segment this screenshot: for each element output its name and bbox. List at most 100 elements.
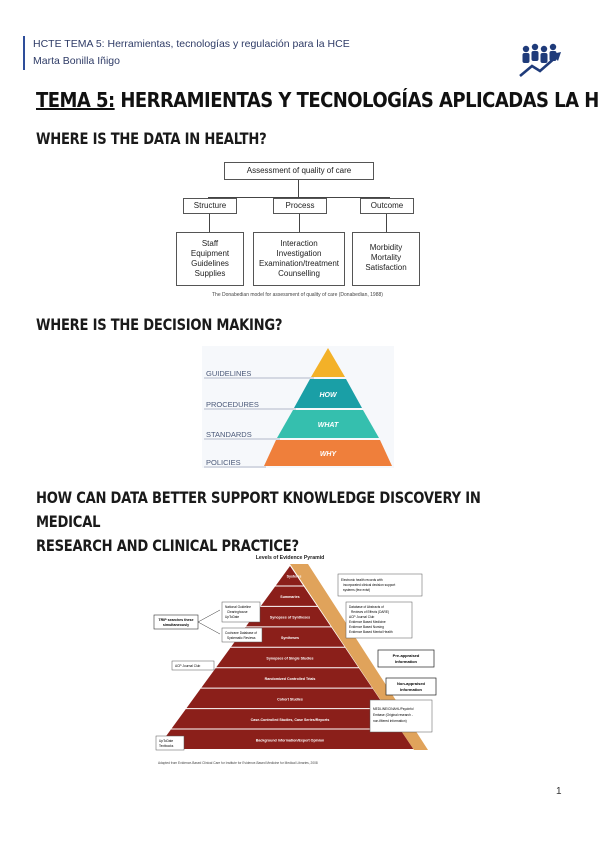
note-text: Evidence Based Nursing <box>349 625 384 629</box>
note-text: incorporated clinical decision support <box>343 583 395 587</box>
diagram-outcome-box: Outcome <box>360 198 414 214</box>
section-heading-data: WHERE IS THE DATA IN HEALTH? <box>36 129 267 148</box>
pyramid-tier-why <box>264 440 392 466</box>
note-text: non-filtered information) <box>373 719 407 723</box>
note-text: Evidence Based Medicine <box>349 620 386 624</box>
trip-arrow <box>197 609 221 623</box>
structure-item: Equipment <box>190 249 230 258</box>
evidence-level-label: Cohort Studies <box>277 697 303 701</box>
note-text: Embase (Original research - <box>373 713 413 717</box>
evidence-level-label: Case-Controlled Studies, Case Series/Rep… <box>251 718 330 722</box>
pyramid-label-procedures: PROCEDURES <box>206 400 259 409</box>
pyramid-tier-how <box>294 379 362 408</box>
note-text: UpToDate <box>159 739 173 743</box>
diagram-top-box: Assessment of quality of care <box>224 162 374 180</box>
evidence-pyramid-figure: Levels of Evidence Pyramid SystemsSummar… <box>153 555 437 765</box>
note-box-preappraised <box>377 649 435 668</box>
note-text: Systematic Reviews <box>227 636 256 640</box>
diagram-structure-items: Staff Equipment Guidelines Supplies <box>176 232 244 286</box>
connector <box>208 197 390 198</box>
tier-text-how: HOW <box>319 392 338 399</box>
note-box-summaries <box>221 601 261 623</box>
process-item: Examination/treatment <box>258 259 340 268</box>
evidence-level-band <box>156 729 414 749</box>
note-box-background <box>155 735 185 751</box>
note-box-databases <box>345 601 413 639</box>
evidence-caption: Adapted from Evidence-Based Clinical Car… <box>158 761 318 765</box>
note-text: Database of Abstracts of <box>349 605 384 609</box>
title-rest: HERRAMIENTAS Y TECNOLOGÍAS APLICADAS LA … <box>114 88 599 112</box>
note-box-cochrane <box>221 627 263 643</box>
note-box-nonappraised <box>385 677 437 696</box>
decision-pyramid-figure: GUIDELINES PROCEDURES STANDARDS POLICIES… <box>202 346 394 468</box>
evidence-title: Levels of Evidence Pyramid <box>256 555 325 561</box>
page-number: 1 <box>556 786 562 797</box>
diagram-caption: The Donabedian model for assessment of q… <box>212 292 383 298</box>
note-text: Textbooks <box>159 744 174 748</box>
evidence-level-band <box>275 566 304 586</box>
pyramid-label-policies: POLICIES <box>206 458 241 467</box>
process-item: Interaction <box>280 239 318 248</box>
connector <box>209 214 210 232</box>
connector <box>299 214 300 232</box>
note-text: National Guideline <box>225 605 251 609</box>
structure-item: Guidelines <box>191 259 229 268</box>
note-text: Cochrane Database of <box>225 631 257 635</box>
outcome-item: Mortality <box>370 253 402 262</box>
section-heading-knowledge: HOW CAN DATA BETTER SUPPORT KNOWLEDGE DI… <box>36 486 498 558</box>
diagram-structure-box: Structure <box>183 198 237 214</box>
heading-line: RESEARCH AND CLINICAL PRACTICE? <box>36 536 299 555</box>
note-text: MEDLINE/CINAHL/PsycInfo/ <box>373 707 414 711</box>
pyramid-label-guidelines: GUIDELINES <box>206 369 251 378</box>
process-item: Counselling <box>278 269 320 278</box>
evidence-level-label: Background Information/Expert Opinion <box>256 738 324 742</box>
evidence-level-band <box>201 668 372 688</box>
connector <box>298 180 299 198</box>
evidence-level-label: Systems <box>287 575 302 579</box>
note-box-acp <box>171 660 215 671</box>
note-text: systems (few exist) <box>343 588 370 592</box>
note-box-medline <box>369 699 433 733</box>
pyramid-label-standards: STANDARDS <box>206 430 252 439</box>
note-text: Pre-appraised <box>393 653 420 658</box>
header-line-course: HCTE TEMA 5: Herramientas, tecnologías y… <box>33 38 350 50</box>
trip-text: TRIP searches these <box>158 618 193 622</box>
evidence-level-label: Syntheses <box>281 636 299 640</box>
title-prefix: TEMA 5: <box>36 88 115 112</box>
header-line-author: Marta Bonilla Iñigo <box>33 55 120 67</box>
structure-item: Staff <box>201 239 219 248</box>
diagram-outcome-items: Morbidity Mortality Satisfaction <box>352 232 420 286</box>
note-text: Information <box>395 659 418 664</box>
trip-text: simultaneously <box>163 623 189 627</box>
evidence-level-band <box>171 709 400 729</box>
note-text: ACP Journal Club <box>349 615 375 619</box>
evidence-level-band <box>186 688 386 709</box>
pyramid-tier-what <box>277 410 379 438</box>
note-text: Evidence Based Mental Health <box>349 630 393 634</box>
note-text: Clearinghouse <box>227 610 248 614</box>
outcome-item: Morbidity <box>369 243 403 252</box>
pyramid-tier-top <box>311 348 345 377</box>
outcome-item: Satisfaction <box>365 263 407 272</box>
process-item: Investigation <box>276 249 322 258</box>
running-header: HCTE TEMA 5: Herramientas, tecnologías y… <box>23 36 350 70</box>
heading-line: HOW CAN DATA BETTER SUPPORT KNOWLEDGE DI… <box>36 488 481 531</box>
note-text: Non-appraised <box>397 681 426 686</box>
people-growth-logo-icon <box>519 43 561 77</box>
evidence-level-label: Synopses of Single Studies <box>266 657 313 661</box>
trip-arrow <box>197 621 221 635</box>
connector <box>386 214 387 232</box>
evidence-level-label: Summaries <box>280 595 299 599</box>
diagram-process-items: Interaction Investigation Examination/tr… <box>253 232 345 286</box>
evidence-level-label: Randomized Controlled Trials <box>265 677 316 681</box>
note-text: Electronic health records with <box>341 578 383 582</box>
evidence-level-band <box>260 586 317 606</box>
section-heading-decision: WHERE IS THE DECISION MAKING? <box>36 315 283 334</box>
diagram-process-box: Process <box>273 198 327 214</box>
page-title: TEMA 5: HERRAMIENTAS Y TECNOLOGÍAS APLIC… <box>36 88 599 112</box>
evidence-level-label: Synopses of Syntheses <box>270 616 310 620</box>
note-text: Reviews of Effects (DARE) <box>351 610 389 614</box>
tier-text-what: WHAT <box>318 422 339 429</box>
tier-text-why: WHY <box>320 451 338 458</box>
